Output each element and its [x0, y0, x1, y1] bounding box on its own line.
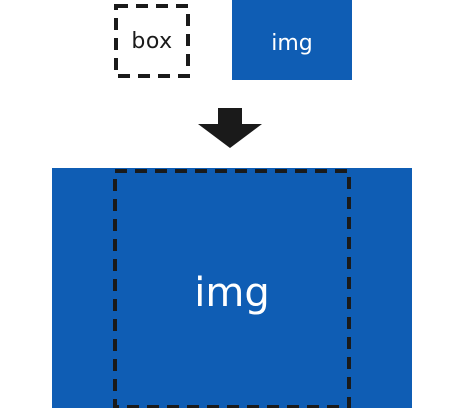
arrow-down-shape [198, 108, 262, 148]
image-element-small: img [232, 0, 352, 80]
image-label-small: img [271, 30, 313, 56]
image-label-large: img [194, 270, 270, 316]
box-label: box [131, 28, 173, 54]
arrow-down-icon [198, 108, 262, 148]
box-element: box [114, 4, 190, 78]
image-large-label-wrap: img [52, 168, 412, 408]
